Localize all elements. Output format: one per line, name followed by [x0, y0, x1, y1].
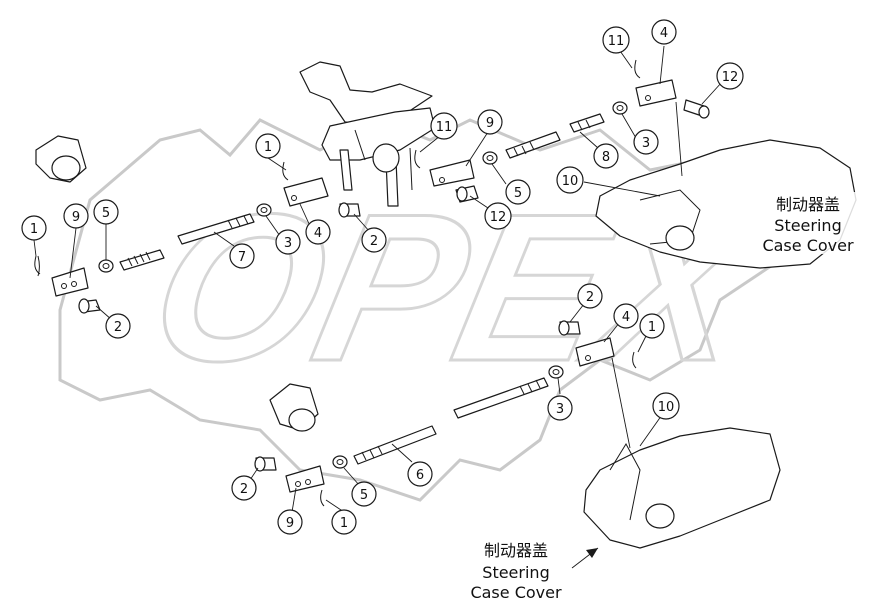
nut-5-middle — [482, 151, 498, 165]
callout-number: 12 — [722, 70, 739, 85]
callout-2: 2 — [577, 283, 603, 309]
callout-number: 3 — [642, 136, 650, 151]
pin-12-top — [683, 99, 710, 119]
callout-4: 4 — [651, 19, 677, 45]
nut-3-lower — [548, 365, 564, 379]
label-chinese: 制动器盖 — [484, 541, 548, 560]
clevis-right-middle — [429, 159, 475, 187]
callout-number: 4 — [314, 226, 322, 241]
callout-number: 1 — [264, 140, 272, 155]
label-chinese: 制动器盖 — [776, 195, 840, 214]
clevis-middle — [283, 177, 329, 207]
callout-number: 12 — [490, 210, 507, 225]
callout-4: 4 — [613, 303, 639, 329]
nut-5-lower — [332, 455, 348, 469]
pin-2-lower-right — [558, 320, 581, 336]
callout-3: 3 — [633, 129, 659, 155]
callout-7: 7 — [229, 243, 255, 269]
clevis-top-right — [635, 79, 677, 107]
callout-number: 1 — [30, 222, 38, 237]
callout-1: 1 — [21, 215, 47, 241]
callout-number: 10 — [562, 174, 579, 189]
callout-number: 5 — [360, 488, 368, 503]
callout-10: 10 — [652, 392, 680, 420]
leader-lines — [33, 45, 723, 569]
label-line1: Steering — [774, 216, 841, 235]
callout-number: 10 — [658, 400, 675, 415]
callout-number: 1 — [648, 320, 656, 335]
callout-5: 5 — [505, 179, 531, 205]
lever-assembly — [299, 61, 436, 207]
rod-6 — [353, 377, 549, 465]
clevis-left — [51, 267, 89, 297]
label-line1: Steering — [482, 563, 549, 582]
callout-2: 2 — [231, 475, 257, 501]
clevis-lower-right — [575, 337, 615, 367]
nut-3-left — [256, 203, 272, 217]
callout-3: 3 — [275, 229, 301, 255]
callout-4: 4 — [305, 219, 331, 245]
nut-left — [98, 259, 114, 273]
callout-number: 2 — [114, 320, 122, 335]
callout-1: 1 — [639, 313, 665, 339]
callout-1: 1 — [331, 509, 357, 535]
clevis-lower — [285, 465, 325, 493]
pin-middle — [338, 202, 361, 218]
label-arrow — [586, 548, 598, 558]
rod-7 — [119, 213, 255, 271]
cotter-pins — [34, 59, 641, 507]
callout-9: 9 — [63, 203, 89, 229]
callout-8: 8 — [593, 143, 619, 169]
callout-2: 2 — [105, 313, 131, 339]
case-cover-label-lower: 制动器盖 Steering Case Cover — [470, 541, 562, 602]
pin-left — [78, 298, 101, 314]
callout-number: 2 — [586, 290, 594, 305]
callout-12: 12 — [484, 202, 512, 230]
callout-number: 8 — [602, 150, 610, 165]
left-bracket — [35, 135, 87, 183]
callout-11: 11 — [430, 112, 458, 140]
label-line2: Case Cover — [762, 236, 854, 255]
callout-number: 4 — [660, 26, 668, 41]
callout-11: 11 — [602, 26, 630, 54]
callout-9: 9 — [277, 509, 303, 535]
label-line2: Case Cover — [470, 583, 562, 602]
callout-9: 9 — [477, 109, 503, 135]
callout-number: 5 — [514, 186, 522, 201]
callout-number: 3 — [556, 402, 564, 417]
callout-number: 4 — [622, 310, 630, 325]
callout-number: 9 — [486, 116, 494, 131]
callout-5: 5 — [351, 481, 377, 507]
callout-number: 7 — [238, 250, 246, 265]
callout-number: 1 — [340, 516, 348, 531]
callout-5: 5 — [93, 199, 119, 225]
callout-number: 11 — [436, 120, 453, 135]
callout-number: 2 — [240, 482, 248, 497]
callout-12: 12 — [716, 62, 744, 90]
callout-number: 5 — [102, 206, 110, 221]
pin-lower-left — [254, 456, 277, 472]
case-cover-lower — [583, 427, 781, 549]
callout-3: 3 — [547, 395, 573, 421]
callout-number: 2 — [370, 234, 378, 249]
case-cover-label-upper: 制动器盖 Steering Case Cover — [752, 192, 864, 255]
callout-10: 10 — [556, 166, 584, 194]
callout-number: 6 — [416, 468, 424, 483]
callout-number: 11 — [608, 34, 625, 49]
callouts: 1 1 1 1 2 2 2 2 3 3 3 4 4 4 5 5 5 6 7 8 … — [21, 19, 744, 535]
callout-number: 9 — [72, 210, 80, 225]
callout-1: 1 — [255, 133, 281, 159]
callout-2: 2 — [361, 227, 387, 253]
callout-number: 3 — [284, 236, 292, 251]
nut-3-right — [612, 101, 628, 115]
callout-number: 9 — [286, 516, 294, 531]
callout-6: 6 — [407, 461, 433, 487]
lower-bracket — [269, 383, 319, 432]
rod-8 — [505, 113, 605, 159]
